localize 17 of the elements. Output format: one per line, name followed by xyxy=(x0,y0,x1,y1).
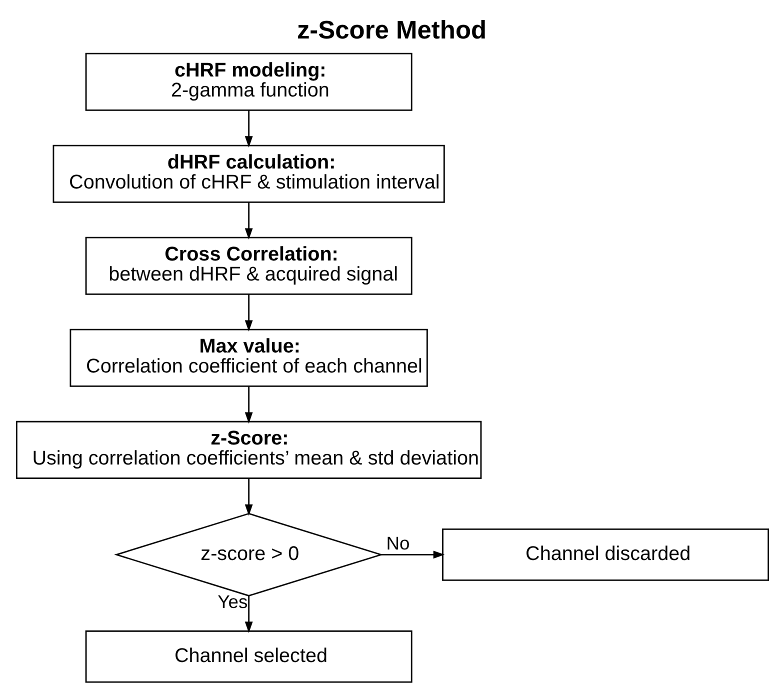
arrow xyxy=(244,478,252,516)
node-box: dHRF calculation: Convolution of cHRF & stimulation interval xyxy=(52,144,444,203)
arrow xyxy=(244,202,252,240)
node-box: Cross Correlation: between dHRF & acquired signal xyxy=(84,236,412,295)
node-box: cHRF modeling: 2-gamma function xyxy=(84,52,412,111)
arrow xyxy=(244,110,252,148)
arrow xyxy=(244,294,252,332)
diagram-title: z-Score Method xyxy=(296,16,486,45)
node-box: Channel discarded xyxy=(442,528,769,581)
arrow xyxy=(380,550,444,559)
edge-label: No xyxy=(386,532,410,554)
node-diamond: z-score > 0 xyxy=(114,512,384,596)
node-box: Channel selected xyxy=(84,630,412,683)
node-box: Max value: Correlation coefficient of each channel xyxy=(69,328,428,387)
node-box: z-Score: Using correlation coefficients’ mean & std deviation xyxy=(15,420,482,479)
arrow xyxy=(244,386,252,424)
arrow xyxy=(244,596,252,633)
